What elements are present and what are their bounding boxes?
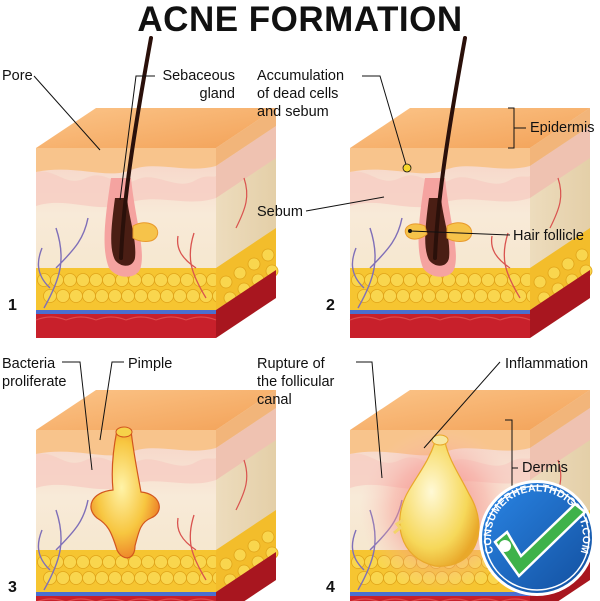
label-accumulation-3: and sebum xyxy=(257,104,329,120)
badge-circle xyxy=(482,483,592,593)
panel-2-labels: Accumulation of dead cells and sebum Epi… xyxy=(257,68,594,314)
label-epidermis: Epidermis xyxy=(530,120,594,136)
infected-follicle xyxy=(90,429,160,559)
label-pimple: Pimple xyxy=(128,356,172,372)
leader-line-hair-follicle xyxy=(409,230,511,236)
blood-vessels xyxy=(351,217,403,309)
epidermis-top xyxy=(36,108,276,148)
epidermis-top xyxy=(36,390,276,430)
skin-block-2 xyxy=(349,36,593,338)
sebaceous-gland xyxy=(132,222,159,242)
label-bacteria-1: Bacteria xyxy=(2,356,56,372)
blood-vessels xyxy=(37,217,89,309)
label-gland: gland xyxy=(200,86,235,102)
checkmark-icon xyxy=(493,502,587,578)
label-hair-follicle: Hair follicle xyxy=(513,228,584,244)
label-inflammation: Inflammation xyxy=(505,356,588,372)
accumulation-dot xyxy=(402,163,412,173)
label-rupture-3: canal xyxy=(257,392,292,408)
epidermis-front xyxy=(350,148,530,174)
leader-line-sebum xyxy=(305,196,385,212)
muscle-layer xyxy=(350,310,530,338)
panel-3-labels: Bacteria proliferate Pimple 3 xyxy=(2,356,172,596)
panel-number-1: 1 xyxy=(8,297,17,314)
panel-4-labels: Rupture of the follicular canal Inflamma… xyxy=(257,356,588,596)
epidermis-top xyxy=(350,108,590,148)
leader-line-sebaceous-gland xyxy=(119,75,155,201)
page-title: ACNE FORMATION xyxy=(137,0,462,39)
consumerhealthdigest-badge: CONSUMERHEALTHDIGEST.COM xyxy=(479,480,595,596)
leader-line-pimple xyxy=(99,361,124,441)
rupture-leak xyxy=(393,518,404,535)
sebaceous-gland xyxy=(446,222,473,242)
label-dermis: Dermis xyxy=(522,460,568,476)
label-rupture-2: the follicular xyxy=(257,374,335,390)
ruptured-follicle xyxy=(399,441,480,567)
label-accumulation-2: of dead cells xyxy=(257,86,338,102)
epidermis-front xyxy=(36,148,216,174)
label-sebum: Sebum xyxy=(257,204,303,220)
leader-line-pore xyxy=(33,75,101,151)
label-rupture-1: Rupture of xyxy=(257,356,326,372)
leader-line-rupture xyxy=(356,361,383,479)
panel-number-2: 2 xyxy=(326,297,335,314)
pimple-head xyxy=(115,426,133,438)
hair-shaft xyxy=(433,36,467,260)
label-sebaceous: Sebaceous xyxy=(162,68,235,84)
label-accumulation-1: Accumulation xyxy=(257,68,344,84)
skin-block-1 xyxy=(35,36,279,338)
muscle-layer xyxy=(36,310,216,338)
label-pore: Pore xyxy=(2,68,33,84)
epidermis-top xyxy=(350,390,590,430)
skin-block-3 xyxy=(36,390,279,601)
panel-number-3: 3 xyxy=(8,579,17,596)
leader-line-accumulation xyxy=(362,75,408,169)
label-bacteria-2: proliferate xyxy=(2,374,66,390)
blood-vessels xyxy=(37,499,89,591)
leader-line-inflammation xyxy=(423,361,501,449)
panel-number-4: 4 xyxy=(326,579,335,596)
leader-line-bacteria xyxy=(62,361,93,471)
panel-1-labels: Pore Sebaceous gland 1 xyxy=(2,68,235,314)
